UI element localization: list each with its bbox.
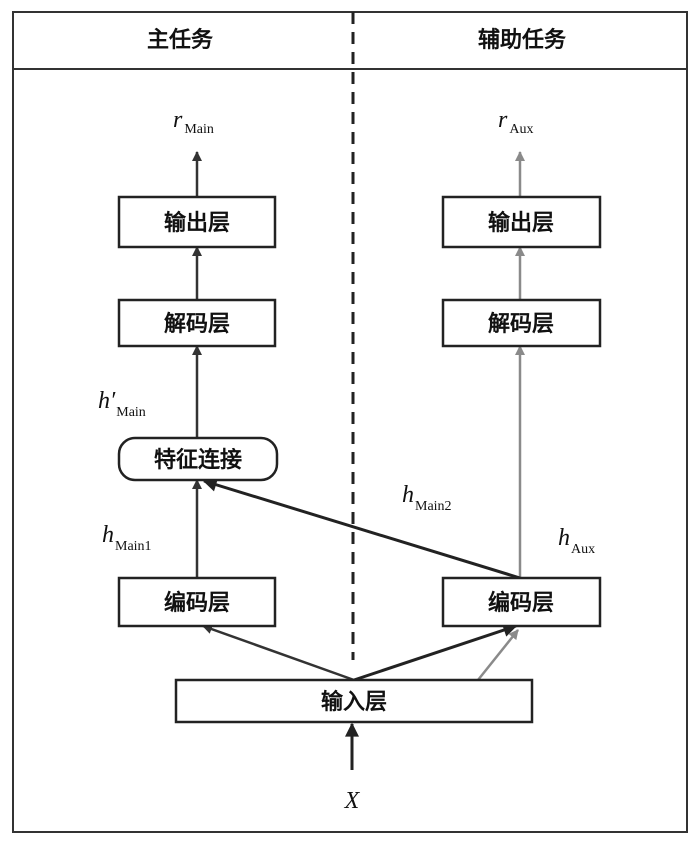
header-main-task: 主任务: [147, 27, 214, 53]
main-output-layer-label: 输出层: [164, 210, 230, 236]
h-main-prime-label: h′Main: [98, 388, 146, 420]
feature-concat-box: [117, 436, 279, 482]
x-input-label: X: [344, 788, 361, 814]
aux-encoder-layer-label: 编码层: [488, 590, 554, 616]
main-decoder-layer-label: 解码层: [164, 311, 230, 337]
h-main1-label: hMain1: [102, 522, 152, 554]
input-layer-label: 输入层: [321, 689, 387, 715]
arrow-input-to-aux-encoder: [353, 623, 518, 682]
aux-output-layer-box: [441, 195, 602, 249]
arrow-aux-encoder-to-concat: [202, 478, 521, 580]
main-encoder-layer-box: [117, 576, 277, 628]
h-main2-label: hMain2: [402, 482, 452, 514]
aux-decoder-layer-box: [441, 298, 602, 348]
h-aux-label: hAux: [558, 525, 595, 557]
aux-output-layer-label: 输出层: [488, 210, 554, 236]
header-aux-task: 辅助任务: [478, 27, 567, 53]
input-layer-box: [174, 678, 534, 724]
feature-concat-label: 特征连接: [154, 447, 242, 473]
aux-encoder-layer-box: [441, 576, 602, 628]
arrow-input-to-main-encoder: [202, 624, 355, 682]
main-output-layer-box: [117, 195, 277, 249]
main-encoder-layer-label: 编码层: [164, 590, 230, 616]
aux-decoder-layer-label: 解码层: [488, 311, 554, 337]
arrow-input-to-aux-encoder-gray: [477, 629, 519, 681]
main-decoder-layer-box: [117, 298, 277, 348]
